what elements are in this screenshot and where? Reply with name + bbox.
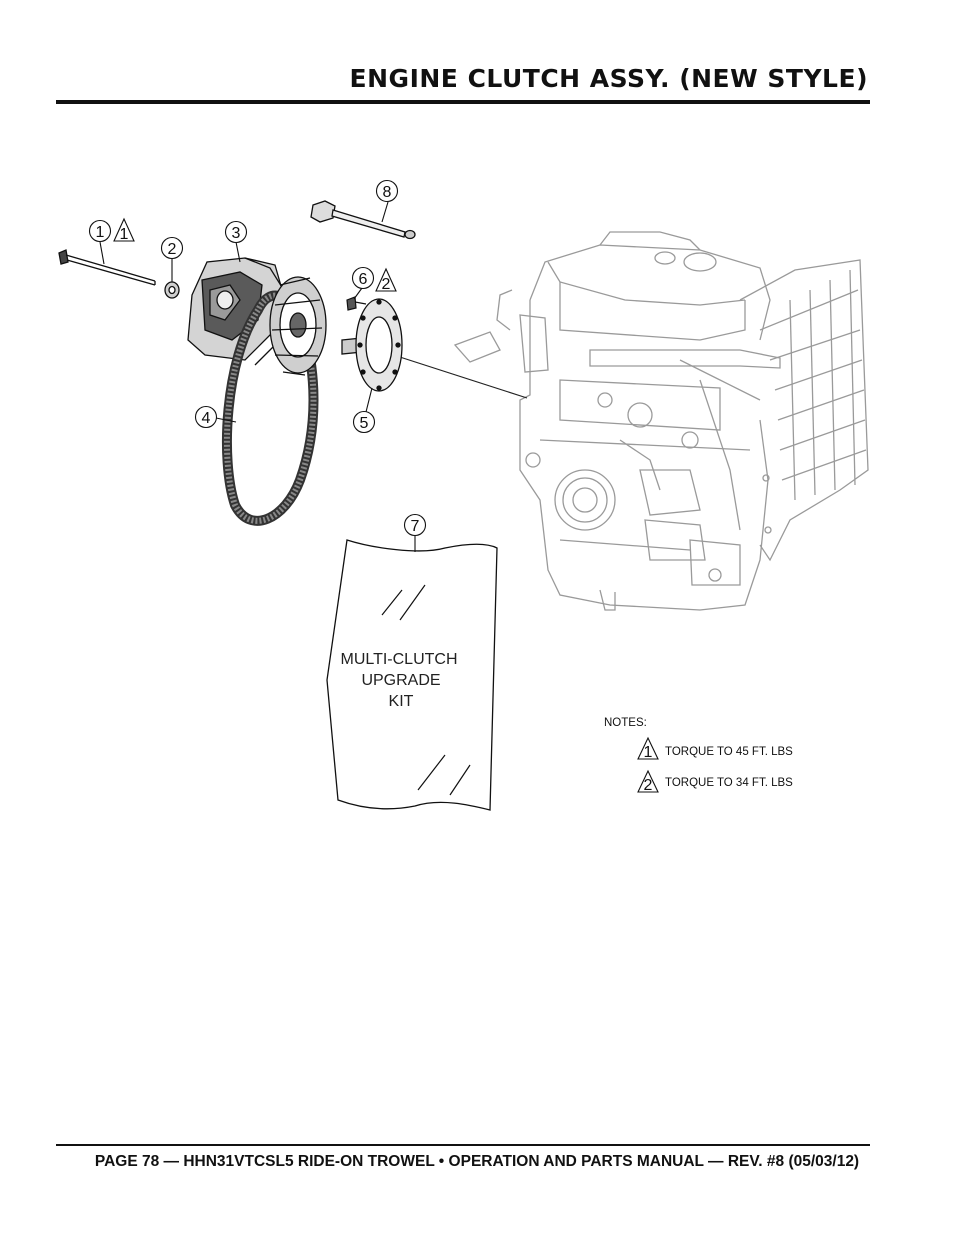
part-1-bolt bbox=[58, 249, 156, 286]
torque-flag-2: 2 bbox=[382, 276, 391, 293]
callout-7: 7 bbox=[411, 518, 420, 535]
torque-flag-1: 1 bbox=[120, 226, 129, 243]
note-1-flag-triangle bbox=[637, 736, 659, 760]
note-2-text: TORQUE TO 34 FT. LBS bbox=[665, 777, 793, 789]
assembly-leader-line bbox=[377, 349, 528, 399]
note-1-text: TORQUE TO 45 FT. LBS bbox=[665, 746, 793, 758]
callout-6: 6 bbox=[359, 271, 368, 288]
page-footer: PAGE 78 — HHN31VTCSL5 RIDE-ON TROWEL • O… bbox=[94, 1153, 860, 1170]
note-1-flag: 1 bbox=[644, 744, 653, 761]
callout-1: 1 bbox=[96, 224, 105, 241]
header-rule bbox=[56, 100, 870, 104]
part-8-shaft bbox=[310, 200, 416, 240]
note-2-flag: 2 bbox=[644, 777, 653, 794]
part-6-screw bbox=[346, 296, 367, 311]
part-5-mount-plate bbox=[341, 298, 403, 392]
driven-sprocket bbox=[269, 276, 327, 376]
callout-8: 8 bbox=[383, 184, 392, 201]
callout-circles bbox=[88, 179, 427, 537]
callout-3: 3 bbox=[232, 225, 241, 242]
torque-flags bbox=[113, 217, 397, 292]
part-2-washer bbox=[164, 281, 180, 299]
kit-label-line1: MULTI-CLUTCH bbox=[340, 651, 457, 668]
callout-2: 2 bbox=[168, 241, 177, 258]
kit-label-line2: UPGRADE bbox=[361, 672, 440, 689]
callout-4: 4 bbox=[202, 410, 211, 427]
footer-rule bbox=[56, 1144, 870, 1146]
notes-heading: NOTES: bbox=[604, 717, 647, 729]
part-7-kit-bag bbox=[326, 539, 498, 811]
callout-5: 5 bbox=[360, 415, 369, 432]
notes-block: NOTES: 1 TORQUE TO 45 FT. LBS 2 TORQUE T… bbox=[604, 717, 793, 794]
kit-label-line3: KIT bbox=[389, 693, 414, 710]
note-2-flag-triangle bbox=[637, 769, 659, 793]
callout-leaders bbox=[99, 201, 416, 552]
page-title: ENGINE CLUTCH ASSY. (NEW STYLE) bbox=[349, 64, 868, 93]
engine-illustration bbox=[453, 231, 869, 611]
